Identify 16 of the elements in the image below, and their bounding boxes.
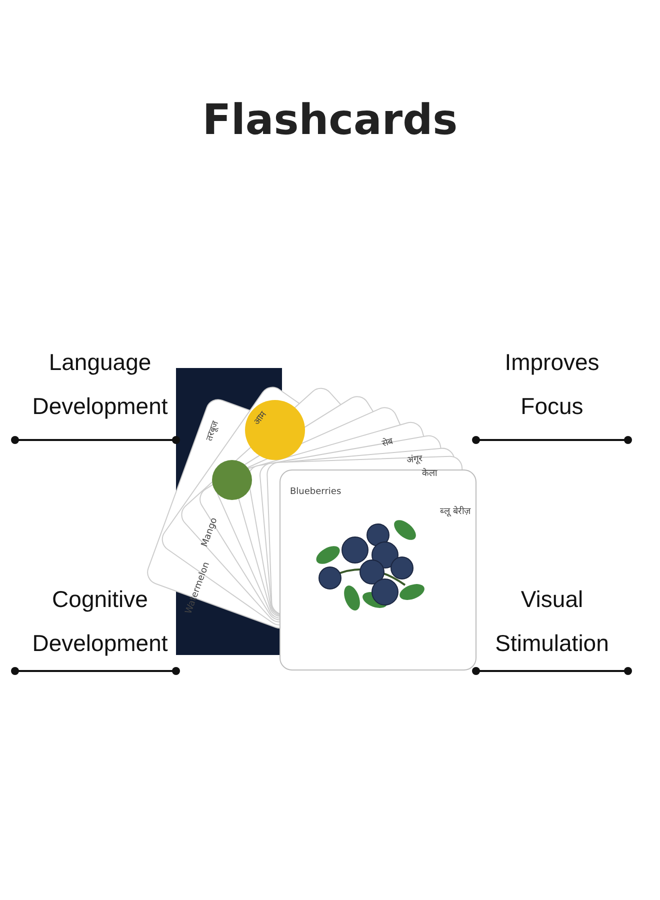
card-text: Blueberries xyxy=(290,487,342,497)
card-text: ब्लू बेरीज़ xyxy=(440,505,471,517)
leader-line xyxy=(472,436,632,444)
leader-line xyxy=(11,667,180,675)
feature-label: Cognitive Development xyxy=(15,577,185,671)
leader-line xyxy=(11,436,180,444)
card-text: तरबूज xyxy=(204,418,222,442)
feature-label: Language Development xyxy=(15,340,185,440)
feature-label: Visual Stimulation xyxy=(476,577,628,671)
card-text: सेब xyxy=(380,436,394,450)
title: Flashcards xyxy=(201,95,459,144)
card-text: अंगूर xyxy=(406,452,424,466)
feature-label: Improves Focus xyxy=(476,340,628,440)
card-text: केला xyxy=(422,467,438,479)
leader-line xyxy=(472,667,632,675)
card-text: आम xyxy=(252,410,269,428)
